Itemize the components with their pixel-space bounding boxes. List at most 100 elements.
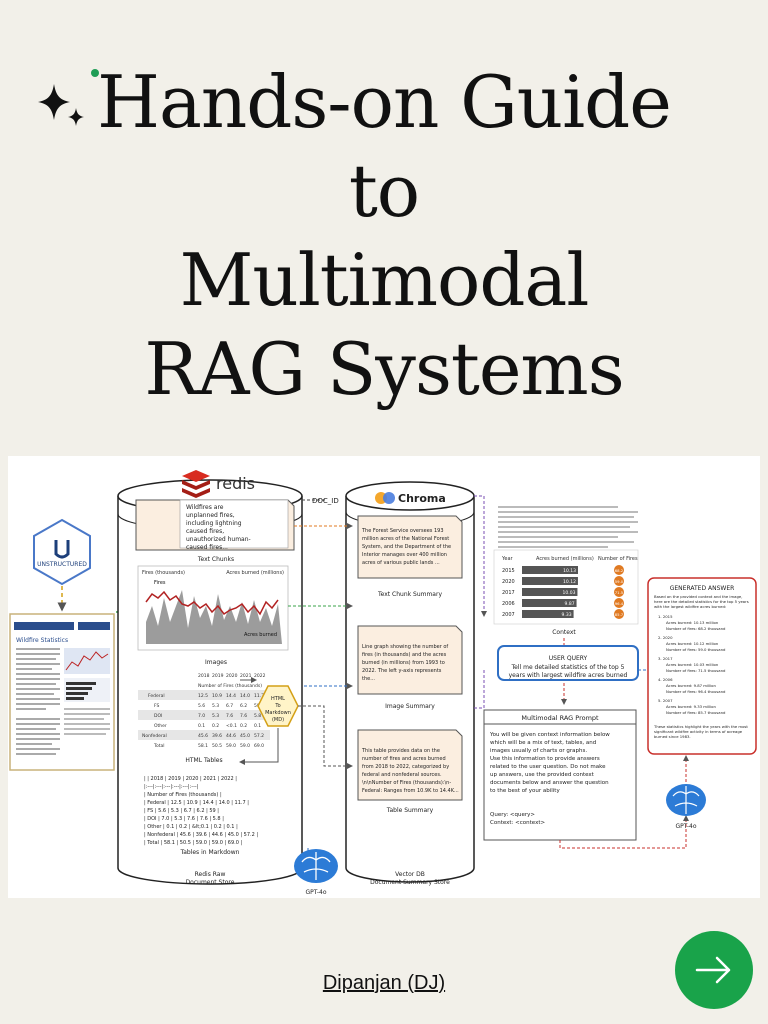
md-line-5: | FS | 5.6 | 5.3 | 6.7 | 6.2 | 59 | [144, 808, 219, 814]
context-row-bar [522, 588, 578, 596]
generated-item-fires: Number of fires: 68.2 thousand [666, 626, 726, 631]
redis-store-label-2: Document Store [186, 879, 235, 886]
html-table-row-1-v5: 11.7 [254, 693, 264, 699]
prompt-line-6: up answers, use the provided context [490, 772, 595, 778]
html-table-row-2-v5: 59 [254, 703, 260, 709]
text-summary-line-2: million acres of the National Forest [362, 536, 449, 542]
md-line-2: |:---|:---|:---|:---|:---|:---| [144, 784, 199, 790]
openai-brain-icon [294, 849, 338, 883]
text-summary-line-5: acres of various public lands ... [362, 560, 440, 566]
table-summary-line-6: Federal: Ranges from 10.9K to 14.4K... [362, 788, 459, 794]
generated-item-acres: Acres burned: 9.87 million [666, 683, 716, 688]
text-summary-label: Text Chunk Summary [377, 591, 442, 598]
html-table-years-year-3: 2020 [226, 673, 238, 679]
generated-item-rank: 2. 2020 [658, 635, 673, 640]
html-table: 2018 2019 2020 2021 2022 Number of Fires… [138, 673, 270, 749]
generated-outro-3: burned since 1983. [654, 734, 691, 739]
chart-fires-axis-label: Fires (thousands) [142, 570, 185, 576]
title-line-2: to [348, 149, 420, 233]
image-summary-line-4: 2022. The left y-axis represents [362, 668, 442, 674]
generated-item-fires: Number of fires: 85.7 thousand [666, 710, 726, 715]
html-to-md-line-2: To [274, 703, 280, 709]
unstructured-logo-icon: UNSTRUCTURED [33, 518, 91, 586]
vector-db-label-1: Vector DB [395, 871, 425, 878]
context-row-acres: 10.13 [563, 568, 576, 574]
title-line-3: Multimodal [179, 238, 590, 322]
context-panel: Year Acres burned (millions) Number of F… [493, 502, 644, 625]
context-row-fires: 68.2 [615, 568, 624, 573]
image-summary-line-5: the... [362, 676, 375, 682]
generated-answer-box [647, 577, 757, 755]
redis-label: redis [216, 474, 255, 493]
generated-item-acres: Acres burned: 9.33 million [666, 704, 716, 709]
context-row-bar [522, 566, 578, 574]
gpt-label-bottom: GPT-4o [305, 889, 326, 896]
table-summary-line-5: \n\nNumber of Fires (thousands):\n- [362, 780, 451, 786]
accent-dot [91, 69, 99, 77]
context-row-fires-badge [614, 565, 624, 575]
next-slide-button[interactable] [675, 931, 753, 1009]
generated-item-acres: Acres burned: 10.12 million [666, 641, 719, 646]
generated-item-fires: Number of fires: 59.0 thousand [666, 647, 726, 652]
context-row-year: 2007 [502, 612, 515, 618]
table-summary-line-1: This table provides data on the [361, 748, 440, 754]
user-query-line-2: years with largest wildfire acres burned [509, 672, 628, 679]
html-to-md-line-4: (MD) [272, 717, 284, 723]
html-to-md-line-1: HTML [271, 696, 285, 702]
generated-item-acres: Acres burned: 10.03 million [666, 662, 719, 667]
context-row-acres: 9.33 [562, 612, 572, 618]
html-table-row-3-v1: 7.0 [198, 713, 205, 719]
md-line-4: | Federal | 12.5 | 10.9 | 14.4 | 14.0 | … [144, 800, 249, 806]
context-row-bar [522, 599, 577, 607]
context-label: Context [552, 629, 576, 636]
html-table-row-4-v4: 0.2 [240, 723, 247, 729]
context-row-acres: 9.87 [565, 601, 575, 607]
user-query-box [497, 645, 639, 681]
md-line-8: | Nonfederal | 45.6 | 39.6 | 44.6 | 45.0… [144, 832, 258, 838]
html-table-row-3-v4: 7.6 [240, 713, 247, 719]
text-chunk-note-line-4: caused fires, [186, 528, 224, 535]
html-to-markdown-step [257, 685, 299, 727]
context-row-fires: 96.4 [615, 601, 624, 606]
text-chunk-note-line-2: unplanned fires, [186, 512, 235, 519]
text-summary-line-3: System, and the Department of the [362, 544, 451, 550]
generated-intro-3: with the largest wildfire acres burned: [654, 604, 726, 609]
generated-item-rank: 3. 2017 [658, 656, 673, 661]
tables-md-label: Tables in Markdown [180, 849, 240, 856]
generated-title: GENERATED ANSWER [670, 585, 735, 592]
author-link[interactable]: Dipanjan (DJ) [322, 972, 446, 994]
md-line-9: | Total | 58.1 | 50.5 | 59.0 | 59.0 | 69… [144, 840, 243, 846]
text-chunk-note-line-3: including lightning [186, 520, 242, 527]
generated-item-rank: 1. 2015 [658, 614, 673, 619]
html-table-row-3-v3: 7.6 [226, 713, 233, 719]
prompt-title: Multimodal RAG Prompt [521, 714, 599, 722]
prompt-line-4: Use this information to provide answers [490, 756, 600, 762]
context-row-fires: 71.5 [615, 590, 624, 595]
openai-brain-icon-right [666, 784, 706, 816]
generated-intro-2: here are the detailed statistics for the… [654, 599, 749, 604]
arrow-right-icon [695, 956, 731, 984]
html-table-years-year-5: 2022 [254, 673, 266, 679]
generated-item-acres: Acres burned: 10.13 million [666, 620, 719, 625]
redis-store-label-1: Redis Raw [195, 871, 226, 878]
text-chunk-note-line-1: Wildfires are [186, 504, 224, 511]
context-year-header: Year [501, 556, 514, 562]
html-table-row-6-v2: 50.5 [212, 743, 222, 749]
generated-item-rank: 4. 2006 [658, 677, 673, 682]
images-label: Images [205, 659, 227, 666]
html-table-row-4-label: Other [154, 723, 167, 729]
generated-intro-1: Based on the provided context and the im… [654, 594, 742, 599]
prompt-line-3: images usually of charts or graphs. [490, 748, 587, 754]
context-row-fires: 85.7 [615, 612, 624, 617]
html-table-years-year-2: 2019 [212, 673, 224, 679]
generated-item-fires: Number of fires: 96.4 thousand [666, 689, 726, 694]
html-tables-label: HTML Tables [185, 757, 222, 764]
html-table-row-3-v5: 5.8 [254, 713, 261, 719]
html-table-row-1-v3: 14.4 [226, 693, 236, 699]
text-summary-note [357, 515, 463, 579]
vector-db-label-2: Document Summary Store [370, 879, 450, 886]
html-table-row-4-v5: 0.1 [254, 723, 261, 729]
chart-acres-series-label: Acres burned [244, 632, 277, 638]
context-row-fires-badge [614, 576, 624, 586]
table-summary-label: Table Summary [386, 807, 434, 814]
